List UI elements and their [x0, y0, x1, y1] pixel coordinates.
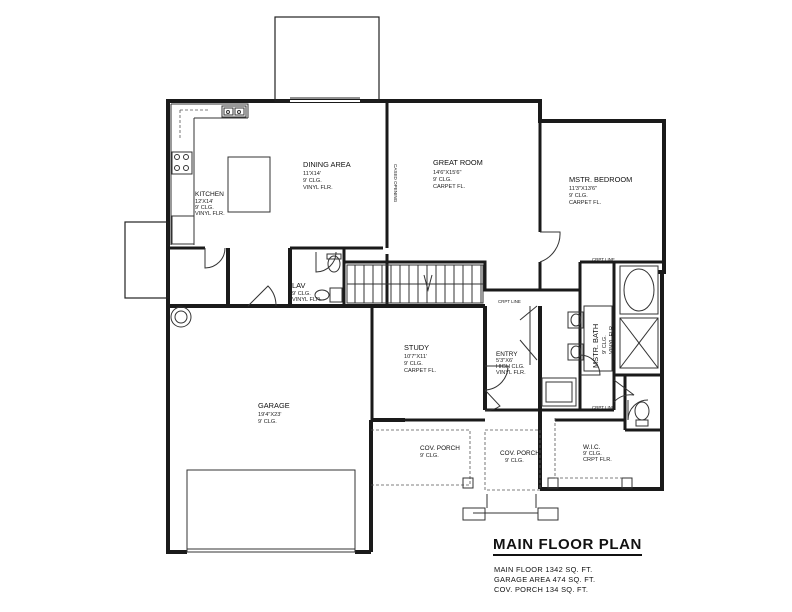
room-ceiling: 9' CLG. — [258, 419, 277, 425]
room-dims: 19'4"X23' — [258, 412, 281, 418]
kitchen-fixtures — [170, 103, 271, 245]
bath-fixtures — [170, 253, 659, 427]
room-name: KITCHEN — [195, 191, 224, 198]
room-name: STUDY — [404, 343, 429, 352]
kitchen-island — [227, 156, 271, 213]
room-floor: VINYL FLR. — [292, 297, 322, 303]
room-ceiling: 9' CLG. — [195, 205, 214, 211]
room-floor: VINYL FLR. — [496, 370, 526, 376]
room-floor: VINYL FLR. — [303, 185, 333, 191]
room-name: GREAT ROOM — [433, 158, 483, 167]
room-floor: CARPET FL. — [404, 368, 437, 374]
stairs — [346, 264, 484, 304]
room-name: DINING AREA — [303, 160, 351, 169]
carpet-line-note: CRPT LINE — [592, 405, 615, 410]
room-ceiling: 9' CLG. — [292, 291, 311, 297]
room-dims: 14'6"X15'6" — [433, 170, 462, 176]
carpet-line-note: CRPT LINE — [498, 299, 521, 304]
room-ceiling: 9' CLG. — [420, 453, 439, 459]
room-ceiling: 9' CLG. — [433, 177, 452, 183]
room-floor: CRPT FLR. — [583, 457, 612, 463]
room-porch-left: COV. PORCH 9' CLG. — [420, 445, 460, 459]
doors — [204, 231, 649, 421]
room-wic: W.I.C. 9' CLG. CRPT FLR. — [583, 444, 612, 463]
room-lav: LAV 9' CLG. VINYL FLR. — [292, 281, 322, 303]
room-floor: CARPET FL. — [433, 184, 466, 190]
room-ceiling: 9' CLG. — [602, 335, 608, 354]
room-bath: MSTR. BATH 9' CLG. VINYL FLR. — [591, 324, 615, 368]
room-dims: 11'3"X13'6" — [569, 186, 597, 192]
room-ceiling: 9' CLG. — [569, 193, 588, 199]
room-name: COV. PORCH — [420, 445, 460, 452]
room-dims: 5'3"X6' — [496, 358, 513, 364]
room-great: GREAT ROOM 14'6"X15'6" 9' CLG. CARPET FL… — [433, 158, 483, 190]
side-bump-out — [124, 221, 169, 299]
area-porch: COV. PORCH 134 SQ. FT. — [494, 585, 589, 594]
room-ceiling: 9' CLG. — [404, 361, 423, 367]
room-dims: 12'X14' — [195, 199, 213, 205]
room-ceiling: HIGH CLG. — [496, 364, 525, 370]
exterior-walls — [166, 99, 666, 554]
area-garage: GARAGE AREA 474 SQ. FT. — [494, 575, 596, 584]
room-ceiling: 9' CLG. — [303, 178, 322, 184]
garage-porch — [186, 418, 633, 553]
cased-opening-note: CASED OPENING — [393, 164, 398, 203]
room-study: STUDY 10'7"X11' 9' CLG. CARPET FL. — [404, 343, 437, 374]
room-name: W.I.C. — [583, 444, 601, 451]
area-main-floor: MAIN FLOOR 1342 SQ. FT. — [494, 565, 593, 574]
room-kitchen: KITCHEN 12'X14' 9' CLG. VINYL FLR. — [195, 191, 225, 217]
carpet-line-note: CRPT LINE — [592, 257, 615, 262]
room-porch-right: COV. PORCH 9' CLG. — [500, 450, 540, 464]
room-ceiling: 9' CLG. — [583, 451, 602, 457]
room-dims: 10'7"X11' — [404, 354, 427, 360]
room-name: MSTR. BATH — [591, 324, 600, 368]
room-floor: VINYL FLR. — [609, 324, 615, 354]
room-name: ENTRY — [496, 351, 518, 358]
room-garage: GARAGE 19'4"X23' 9' CLG. — [258, 401, 290, 425]
room-name: GARAGE — [258, 401, 290, 410]
room-entry: ENTRY 5'3"X6' HIGH CLG. VINYL FLR. — [496, 351, 526, 376]
room-ceiling: 9' CLG. — [505, 458, 524, 464]
interior-walls — [168, 101, 662, 489]
room-floor: VINYL FLR. — [195, 211, 225, 217]
plan-title: MAIN FLOOR PLAN — [493, 536, 642, 556]
room-floor: CARPET FL. — [569, 200, 602, 206]
room-name: COV. PORCH — [500, 450, 540, 457]
room-name: LAV — [292, 281, 305, 290]
room-dims: 11'X14' — [303, 171, 321, 177]
room-dining: DINING AREA 11'X14' 9' CLG. VINYL FLR. — [303, 160, 351, 191]
bump-out — [274, 16, 380, 102]
room-name: MSTR. BEDROOM — [569, 175, 632, 184]
room-bedroom: MSTR. BEDROOM 11'3"X13'6" 9' CLG. CARPET… — [569, 175, 632, 206]
